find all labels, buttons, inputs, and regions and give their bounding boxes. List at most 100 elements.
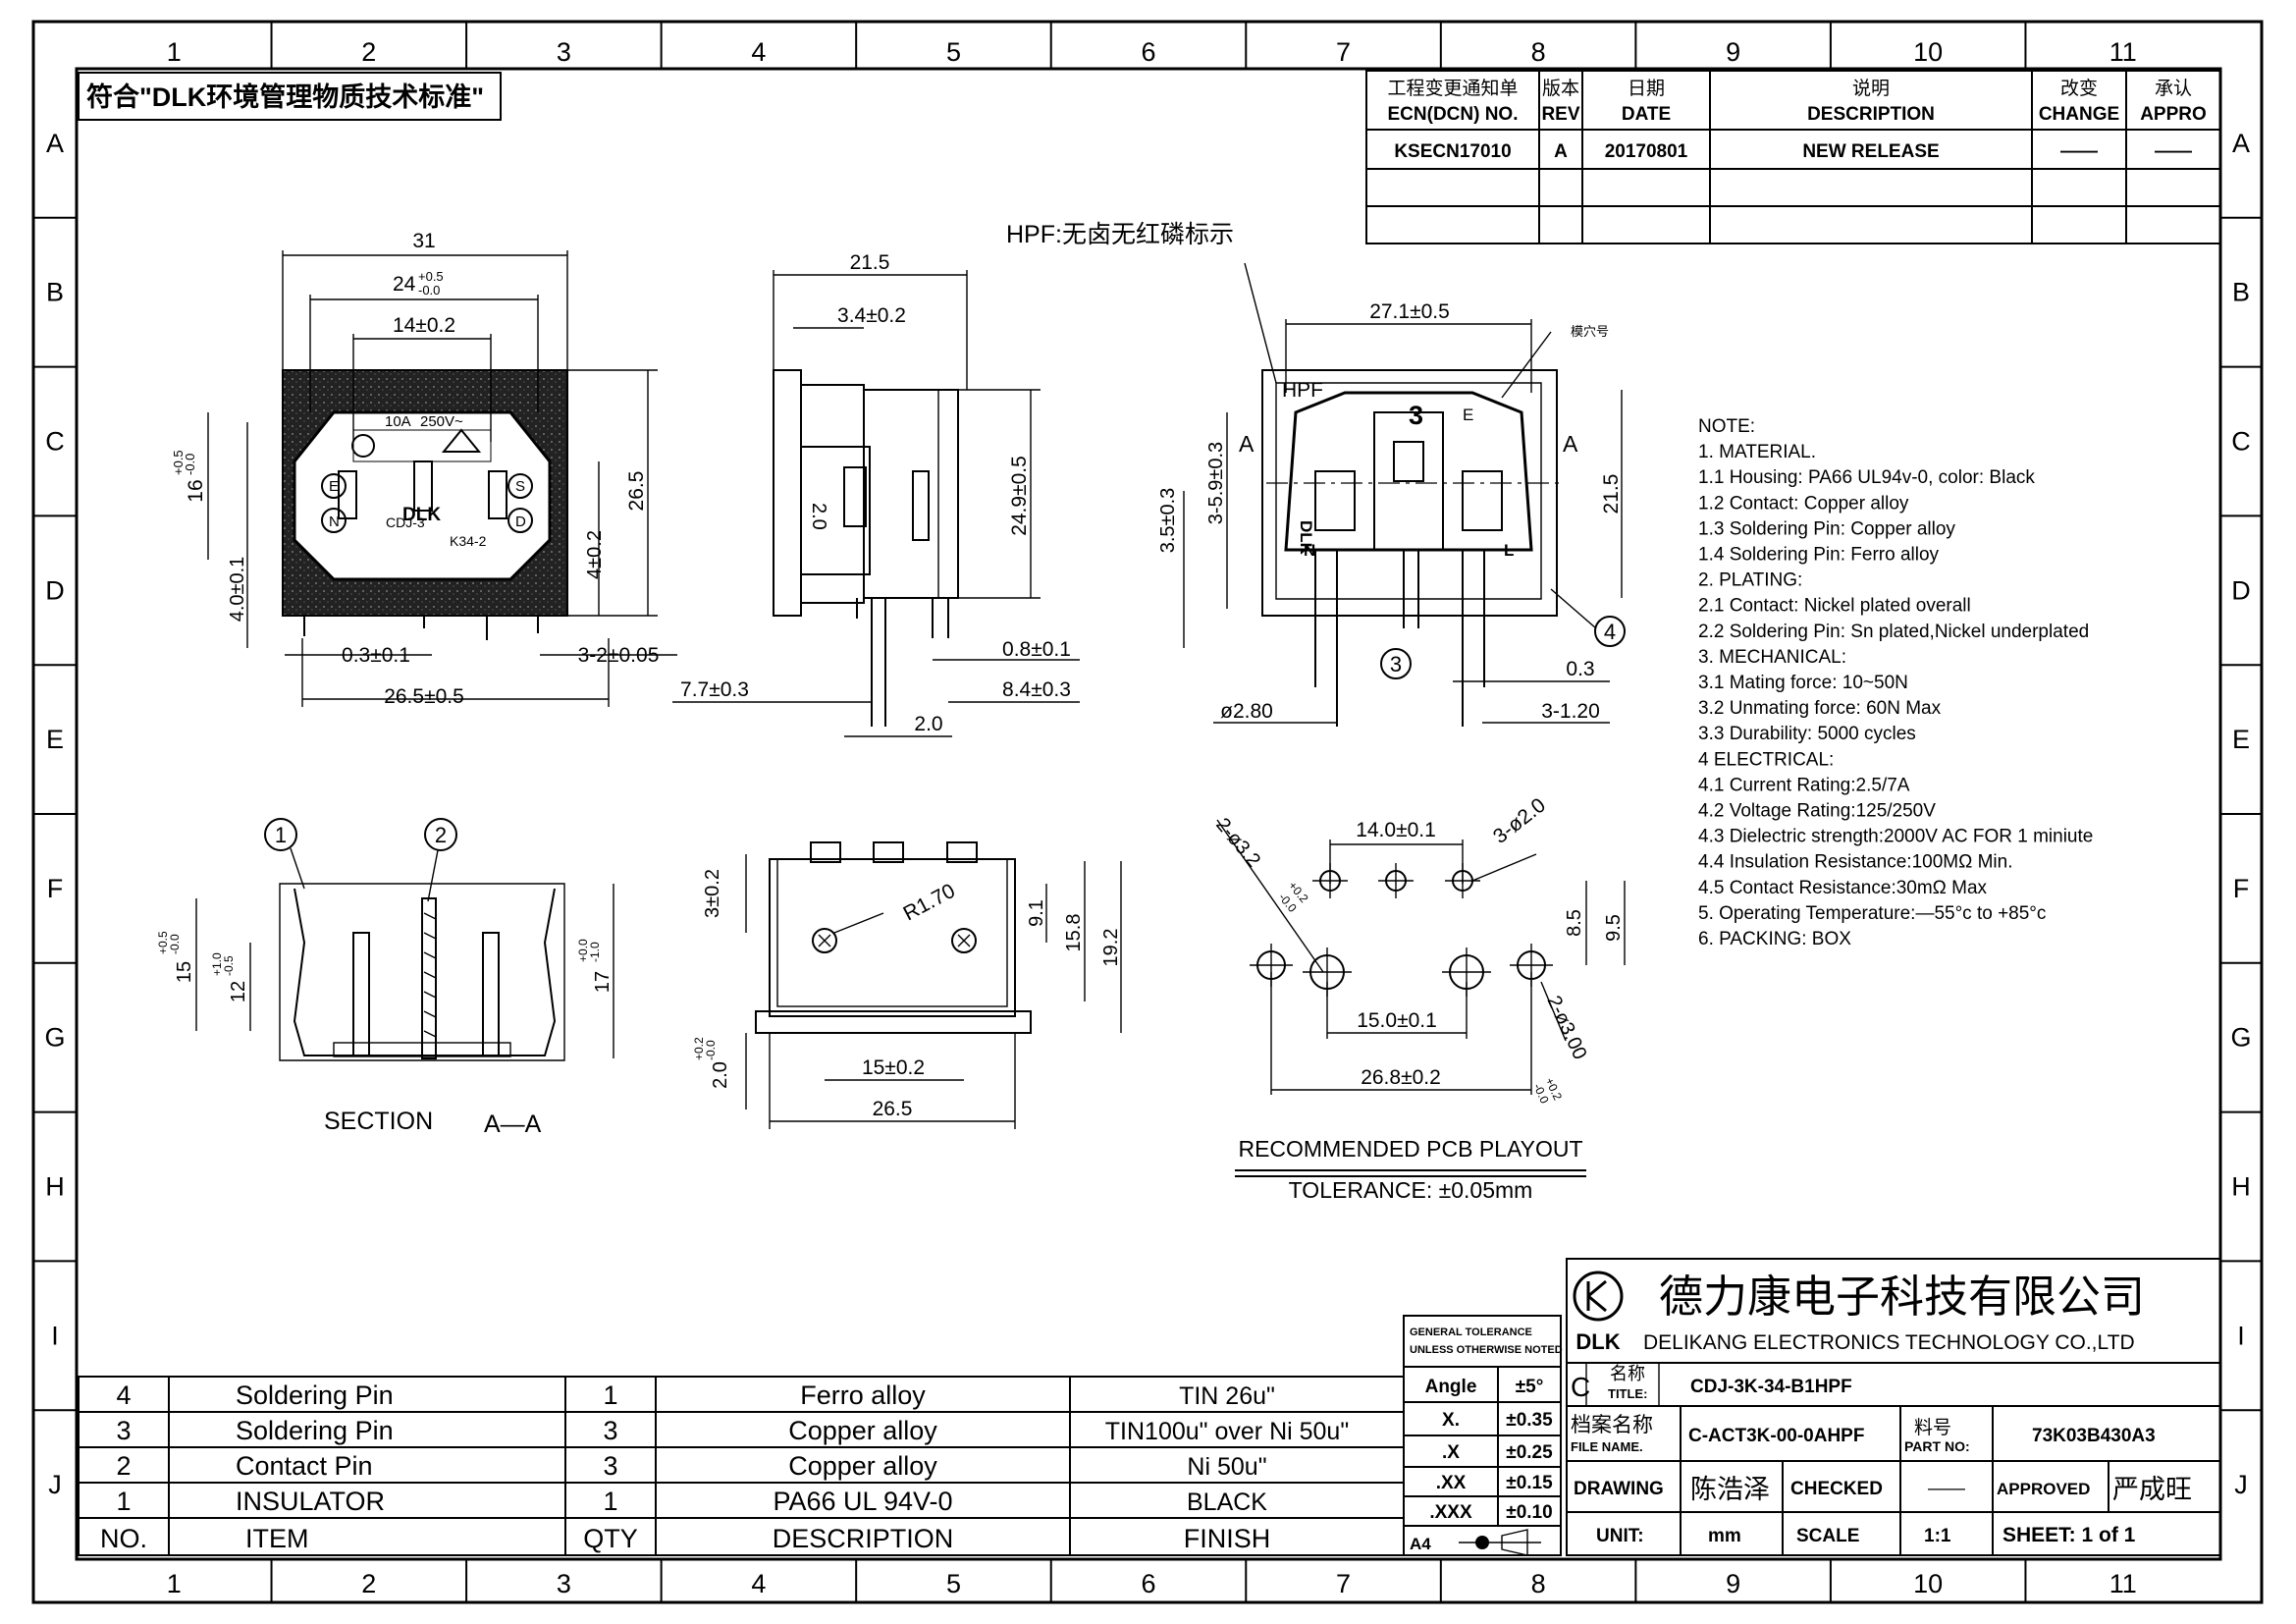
neutral-contact xyxy=(338,470,357,519)
file-label-en: FILE NAME. xyxy=(1571,1439,1643,1454)
dim-height: 21.5 xyxy=(1600,474,1623,514)
part-value: 73K03B430A3 xyxy=(2032,1426,2156,1446)
tol-key: .XX xyxy=(1436,1473,1467,1493)
part-label-cn: 料号 xyxy=(1914,1417,1951,1438)
section-view: 1 2 SECTION A—A 15+0.5-0.012+1.0-0.517+0… xyxy=(156,818,614,1138)
note-line: 6. PACKING: BOX xyxy=(1698,929,1851,949)
approved-label: APPROVED xyxy=(1997,1480,2090,1498)
dim-tol-plus: +0.5 xyxy=(418,269,444,284)
socket-outline xyxy=(293,410,552,581)
dim-pin: 0.8±0.1 xyxy=(1002,638,1071,661)
dim-opening: 24 xyxy=(393,273,416,296)
dim-0-3: 0.3 xyxy=(1566,658,1594,680)
zone-col-top: 7 xyxy=(1336,37,1351,67)
zone-col-bottom: 6 xyxy=(1141,1569,1155,1598)
pin-label: N xyxy=(1304,541,1315,560)
company-name-cn: 德力康电子科技有限公司 xyxy=(1659,1272,2145,1322)
note-line: 3.3 Durability: 5000 cycles xyxy=(1698,724,1916,744)
zone-col-top: 11 xyxy=(2109,37,2137,67)
rev-cell: —— xyxy=(2060,141,2098,162)
dim-15: 15 xyxy=(174,961,195,983)
note-line: 5. Operating Temperature:—55°c to +85°c xyxy=(1698,903,2046,924)
note-line: 2. PLATING: xyxy=(1698,570,1802,591)
pin-label: D xyxy=(515,514,526,530)
section-title: SECTION xyxy=(324,1108,433,1135)
zone-col-bottom: 4 xyxy=(751,1569,766,1598)
dim-pin-thickness: 0.3±0.1 xyxy=(342,644,410,667)
dim-height: 24.9±0.5 xyxy=(1008,456,1031,536)
section-marker: A xyxy=(1563,431,1578,457)
tol-value: ±5° xyxy=(1516,1377,1544,1397)
model-text: CDJ-3 xyxy=(386,514,425,530)
note-line: 1.3 Soldering Pin: Copper alloy xyxy=(1698,518,1955,539)
bom-desc: Ferro alloy xyxy=(800,1380,926,1410)
note-line: 3. MECHANICAL: xyxy=(1698,647,1846,668)
note-line: 4.3 Dielectric strength:2000V AC FOR 1 m… xyxy=(1698,827,2093,847)
dim-pin-dia: 3-1.20 xyxy=(1541,700,1600,723)
hpf-callout: HPF:无卤无红磷标示 xyxy=(1006,221,1234,248)
zone-row-left: D xyxy=(45,575,65,605)
zone-col-top: 4 xyxy=(751,37,766,67)
dim-radius: R1.70 xyxy=(900,880,959,926)
rev-header-cn: 版本 xyxy=(1542,78,1579,99)
dim-4-0: 4.0±0.1 xyxy=(227,557,248,623)
bom-qty: 1 xyxy=(603,1380,617,1410)
zone-row-right: B xyxy=(2232,278,2250,307)
note-line: 2.1 Contact: Nickel plated overall xyxy=(1698,596,1971,617)
side-label: 2.0 xyxy=(808,503,829,530)
bom-no: 4 xyxy=(116,1380,131,1410)
tol-key: Angle xyxy=(1425,1377,1477,1397)
note-line: 1. MATERIAL. xyxy=(1698,442,1816,462)
rev-header-cn: 日期 xyxy=(1628,78,1665,99)
hpf-mark: HPF xyxy=(1282,379,1323,402)
rev-header-cn: 承认 xyxy=(2155,78,2192,99)
file-label-cn: 档案名称 xyxy=(1571,1414,1653,1436)
dim-15-8: 15.8 xyxy=(1063,914,1085,952)
dim-26-8: 26.8±0.2 xyxy=(1361,1066,1441,1089)
dim-tol-minus: -0.0 xyxy=(183,454,197,475)
zone-col-top: 3 xyxy=(557,37,571,67)
note-line: 1.4 Soldering Pin: Ferro alloy xyxy=(1698,545,1940,566)
zone-col-bottom: 2 xyxy=(361,1569,376,1598)
compliance-note: 符合"DLK环境管理物质技术标准" xyxy=(86,81,484,112)
bom-finish: TIN 26u" xyxy=(1179,1382,1275,1410)
cavity-number: 3 xyxy=(1409,401,1423,430)
title-block: DLK 德力康电子科技有限公司 DELIKANG ELECTRONICS TEC… xyxy=(1566,1258,2221,1556)
note-line: 2.2 Soldering Pin: Sn plated,Nickel unde… xyxy=(1698,622,2089,642)
note-line: 1.2 Contact: Copper alloy xyxy=(1698,493,1909,514)
rating-text: 10A xyxy=(385,413,411,430)
rev-header-cn: 改变 xyxy=(2060,78,2098,99)
dim-9-5: 9.5 xyxy=(1603,914,1625,942)
zone-row-left: B xyxy=(46,278,64,307)
pin-label: N xyxy=(329,514,340,530)
compliance-box xyxy=(78,72,502,121)
bom-qty: 3 xyxy=(603,1451,617,1481)
note-line: 3.2 Unmating force: 60N Max xyxy=(1698,698,1942,719)
balloon-2: 2 xyxy=(435,823,447,847)
rev-cell: KSECN17010 xyxy=(1394,141,1511,162)
zone-col-bottom: 9 xyxy=(1726,1569,1740,1598)
note-line: 4.4 Insulation Resistance:100MΩ Min. xyxy=(1698,852,2012,873)
dim-2-0: 2.0 xyxy=(710,1061,731,1089)
zone-row-left: C xyxy=(45,427,65,457)
zone-col-bottom: 3 xyxy=(557,1569,571,1598)
scale-value: 1:1 xyxy=(1924,1526,1951,1546)
zone-row-right: I xyxy=(2237,1321,2245,1350)
dim-8-4: 8.4±0.3 xyxy=(1002,678,1071,701)
bom-desc: Copper alloy xyxy=(788,1451,937,1481)
section-subtitle: A—A xyxy=(484,1110,542,1138)
dim-tol-minus: -1.0 xyxy=(588,942,602,962)
dim-8-5: 8.5 xyxy=(1564,909,1585,937)
unit-value: mm xyxy=(1708,1526,1741,1546)
bom-no: 3 xyxy=(116,1416,131,1445)
zone-col-bottom: 11 xyxy=(2109,1569,2137,1598)
dim-height: 26.5 xyxy=(625,471,648,512)
zone-col-top: 10 xyxy=(1913,37,1943,67)
tol-key: .XXX xyxy=(1429,1502,1472,1523)
dim-3: 3±0.2 xyxy=(702,869,723,918)
